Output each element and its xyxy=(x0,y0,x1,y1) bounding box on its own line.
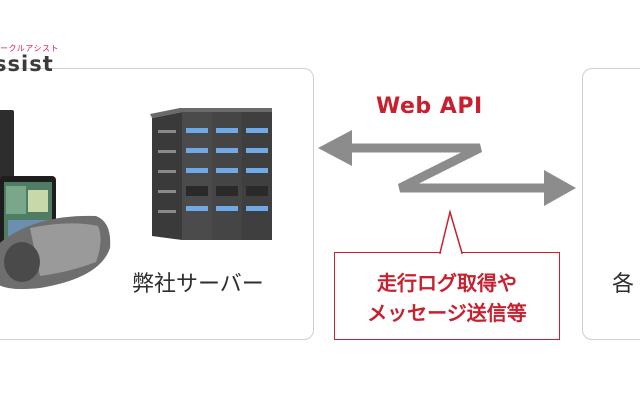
brand-subtitle: ークルアシスト xyxy=(0,44,59,53)
client-label: 各 xyxy=(612,272,635,297)
callout-line-2: メッセージ送信等 xyxy=(367,301,527,325)
client-panel xyxy=(582,68,640,340)
server-label: 弊社サーバー xyxy=(132,272,264,297)
callout-box: 走行ログ取得や メッセージ送信等 xyxy=(334,252,560,340)
dashcam-icon xyxy=(0,215,111,289)
api-label: Web API xyxy=(376,94,483,119)
callout-line-1: 走行ログ取得や xyxy=(377,271,517,295)
brand-logo: ssist xyxy=(0,52,54,76)
